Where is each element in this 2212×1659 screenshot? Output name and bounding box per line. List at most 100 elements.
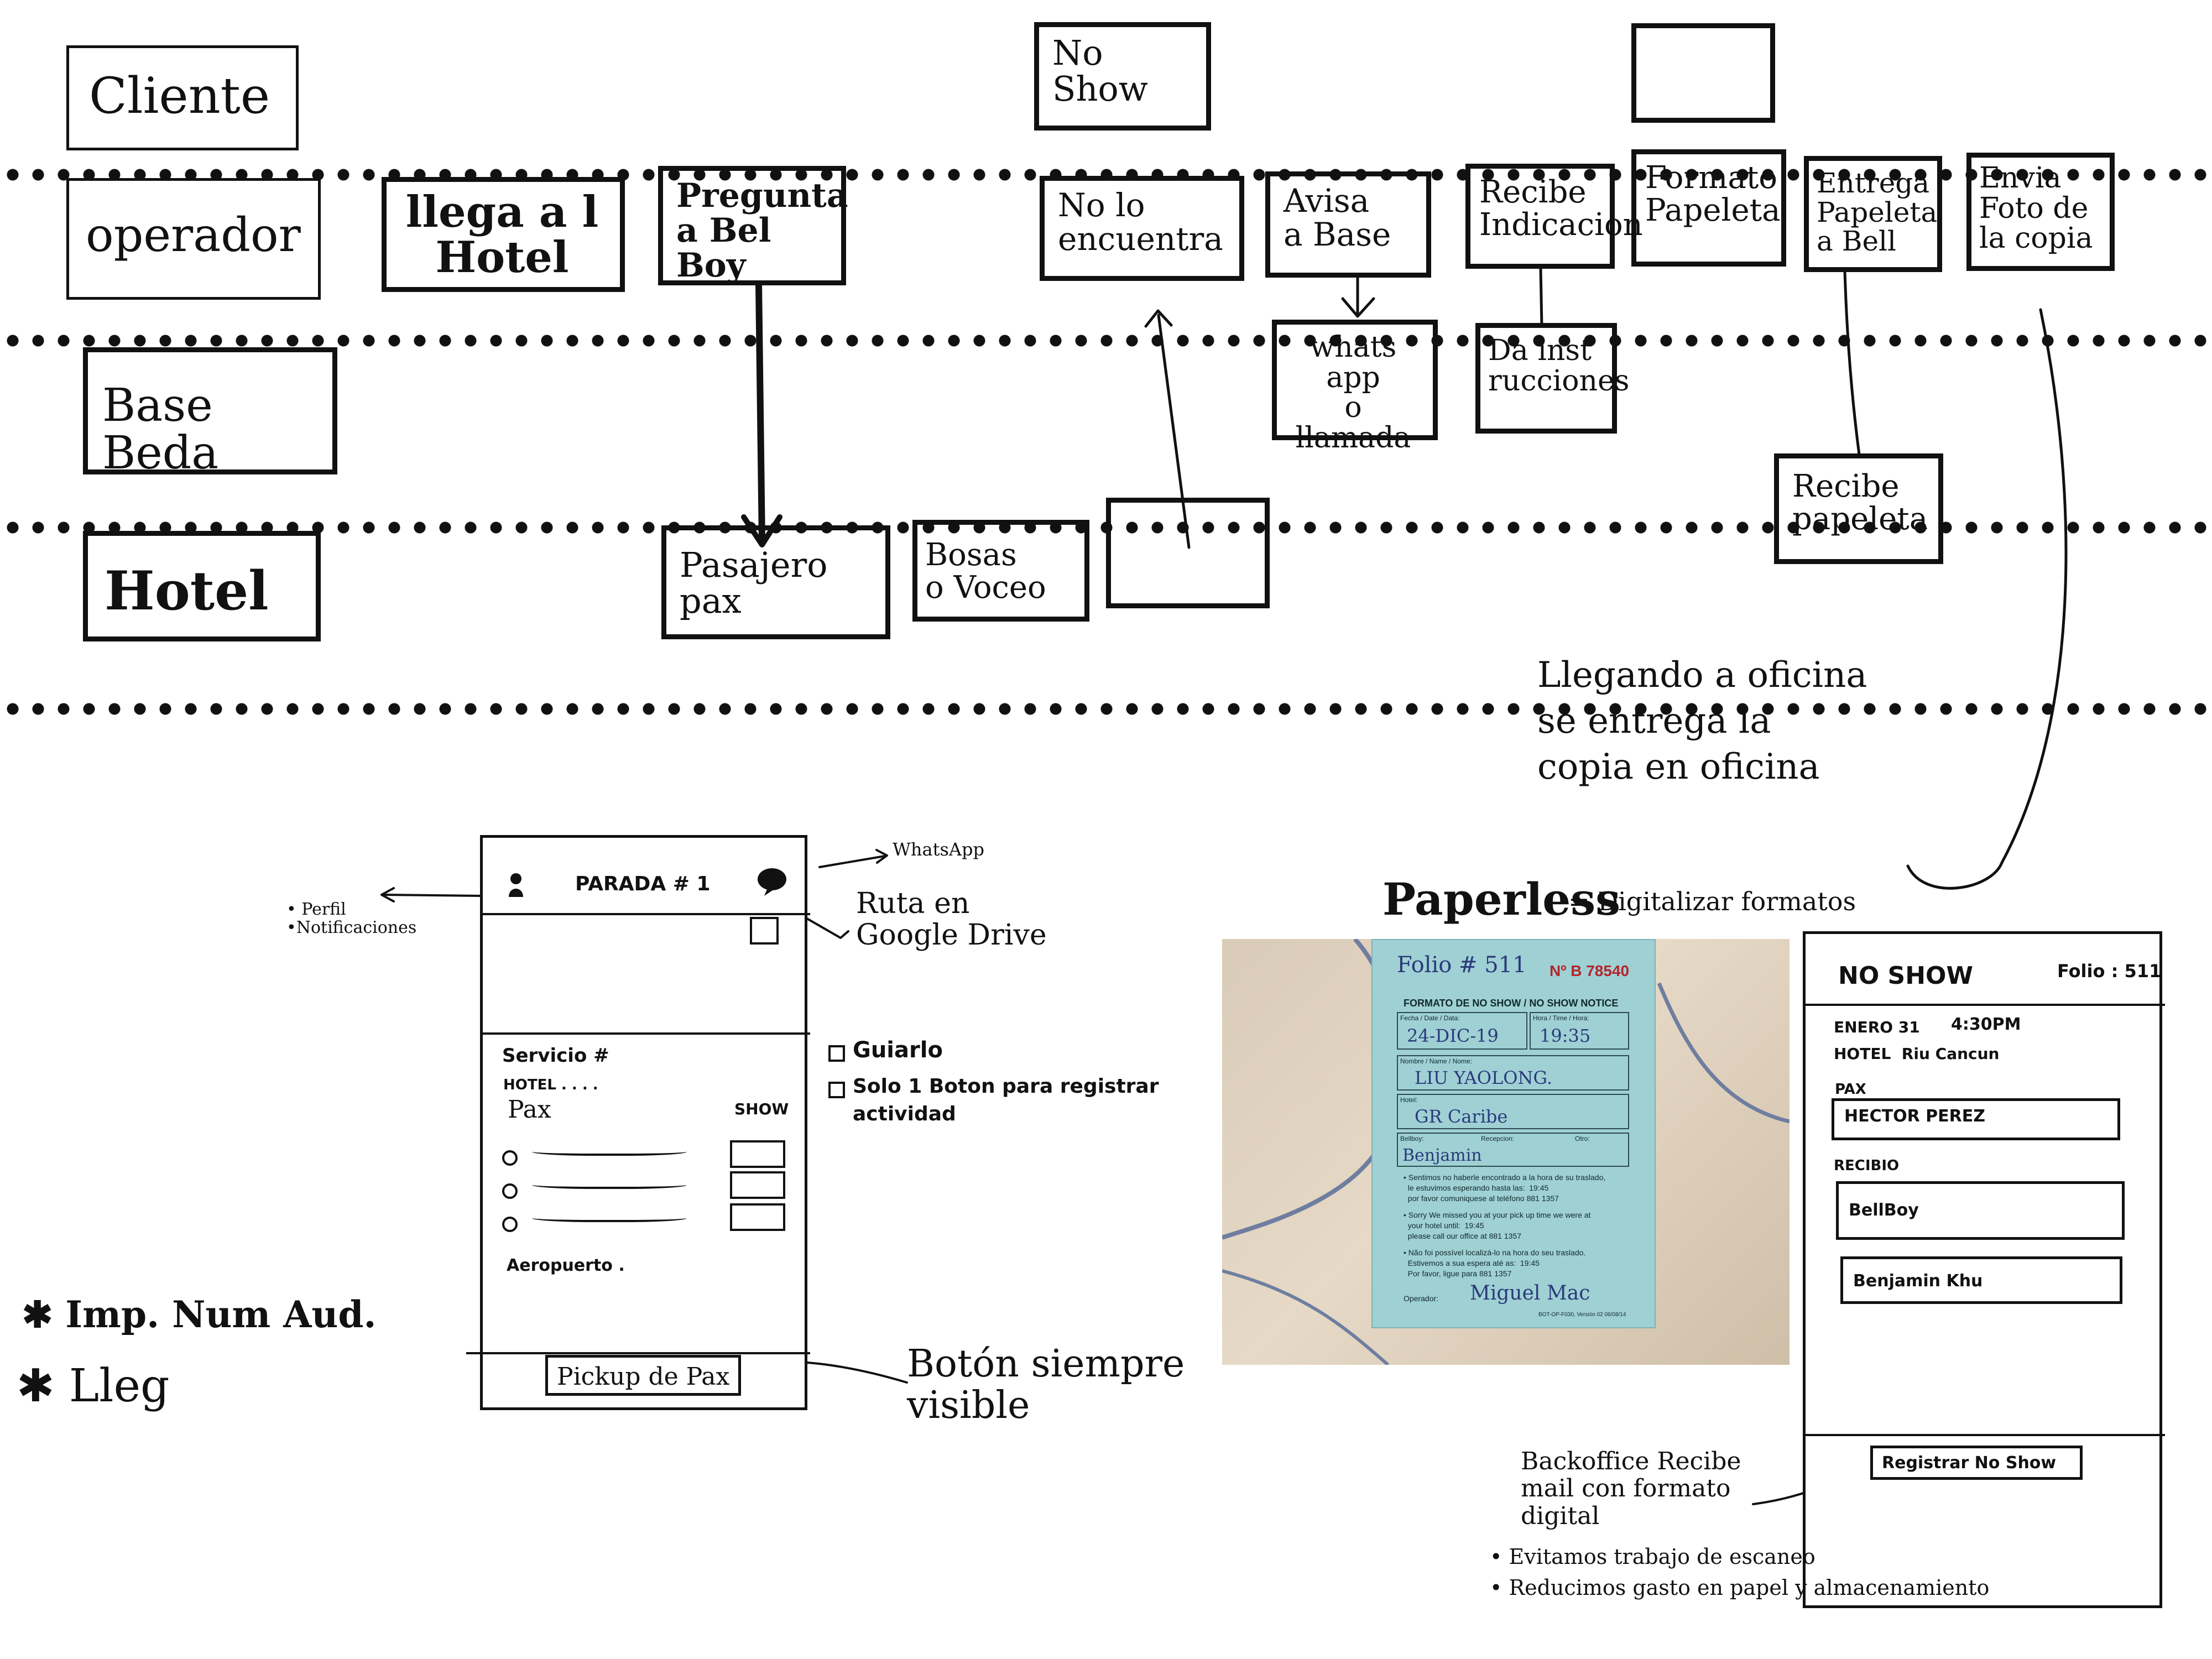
step-pregunta-bellboy: Pregunta a Bel Boy [658, 166, 848, 285]
step-empty-cliente [1631, 23, 1775, 123]
show-checkbox[interactable] [730, 1203, 785, 1231]
guiarlo-checkbox[interactable] [828, 1045, 845, 1062]
form-recepcion-label: Recepcion: [1481, 1135, 1515, 1142]
lleg-note: ✱ Lleg [17, 1360, 170, 1412]
no-show-paper-form: Folio # 511 Nº B 78540 FORMATO DE NO SHO… [1371, 939, 1656, 1328]
form-hora-value: 19:35 [1540, 1025, 1591, 1046]
aeropuerto-label: Aeropuerto . [507, 1256, 625, 1275]
servicio-label: Servicio # [502, 1045, 609, 1067]
footer-divider [1806, 1434, 2165, 1436]
footer-divider [466, 1352, 810, 1354]
step-no-show: No Show [1034, 22, 1211, 131]
benefit-escaneo: • Evitamos trabajo de escaneo [1490, 1545, 1815, 1569]
no-show-form-photo: Folio # 511 Nº B 78540 FORMATO DE NO SHO… [1222, 939, 1790, 1365]
whatsapp-note: WhatsApp [893, 839, 984, 860]
form-hotel-value: GR Caribe [1415, 1106, 1508, 1127]
step-avisa-base: Avisa a Base [1265, 171, 1431, 278]
pickup-pax-label: Pickup de Pax [557, 1363, 730, 1391]
pax-name-placeholder [532, 1212, 687, 1222]
hora-label: 4:30PM [1951, 1015, 2021, 1034]
profile-icon[interactable] [508, 873, 524, 897]
whatsapp-icon[interactable] [757, 866, 787, 897]
parada-header: PARADA # 1 [575, 873, 711, 895]
app-wireframe-parada [466, 835, 810, 1410]
form-folio: Folio # 511 [1397, 952, 1527, 978]
lane-divider [0, 334, 2212, 347]
form-hora-cell: Hora / Time / Hora: 19:35 [1530, 1012, 1629, 1050]
pax-label: PAX [1835, 1081, 1866, 1098]
lane-label-base: Base Beda [83, 347, 337, 477]
app-wireframe-no-show [1803, 931, 2165, 1608]
radio-icon[interactable] [502, 1217, 518, 1232]
step-recibe-papeleta: Recibe papeleta [1774, 453, 1943, 564]
radio-icon[interactable] [502, 1150, 518, 1166]
pax-name-placeholder [532, 1179, 687, 1189]
content-divider [483, 1032, 810, 1035]
recibio-label: RECIBIO [1834, 1157, 1900, 1174]
form-fecha-cell: Fecha / Date / Data: 24-DIC-19 [1397, 1012, 1527, 1050]
form-hora-label: Hora / Time / Hora: [1533, 1014, 1589, 1022]
form-operador-value: Miguel Mac [1470, 1282, 1590, 1305]
boton-siempre-visible-note: Botón siempre visible [907, 1342, 1185, 1427]
step-da-instrucciones: Da inst rucciones [1475, 323, 1629, 434]
pax-field[interactable]: HECTOR PEREZ [1832, 1098, 2120, 1140]
recibio-field[interactable]: BellBoy [1836, 1181, 2125, 1240]
folio-label: Folio : 511 [2057, 961, 2162, 982]
form-text-es: • Sentimos no haberle encontrado a la ho… [1404, 1173, 1606, 1203]
pickup-pax-button[interactable]: Pickup de Pax [545, 1355, 741, 1396]
solo-boton-checkbox[interactable] [828, 1082, 845, 1098]
guiarlo-item: Guiarlo [828, 1037, 1160, 1071]
form-bellboy-value: Benjamin [1402, 1146, 1482, 1165]
show-checkbox[interactable] [730, 1171, 785, 1199]
hotel-label: HOTEL . . . . [503, 1077, 598, 1093]
note-llegando-oficina: Llegando a oficina se entrega la copia e… [1537, 655, 1867, 788]
guiarlo-label: Guiarlo [853, 1037, 943, 1063]
form-operador-label: Operador: [1404, 1294, 1439, 1303]
perfil-note: • Perfil •Notificaciones [286, 900, 417, 937]
lane-label-cliente: Cliente [66, 45, 299, 150]
benefit-papel: • Reducimos gasto en papel y almacenamie… [1490, 1575, 1990, 1600]
lane-divider [0, 702, 2212, 716]
hotel-label: HOTEL Riu Cancun [1834, 1045, 2000, 1063]
lane-label-hotel: Hotel [83, 531, 321, 641]
pax-row [502, 1140, 790, 1173]
no-show-title: NO SHOW [1838, 962, 1973, 990]
form-hotel-label: Hotel: [1400, 1096, 1418, 1104]
pax-name-placeholder [532, 1146, 687, 1156]
form-bellboy-label: Bellboy: [1400, 1135, 1424, 1142]
radio-icon[interactable] [502, 1183, 518, 1199]
step-entrega-papeleta: Entrega Papeleta a Bell [1804, 156, 1942, 272]
recibio-name-field[interactable]: Benjamin Khu [1840, 1256, 2122, 1304]
drive-button[interactable] [750, 917, 779, 945]
form-fecha-value: 24-DIC-19 [1407, 1025, 1499, 1046]
form-title: FORMATO DE NO SHOW / NO SHOW NOTICE [1404, 998, 1619, 1009]
show-checkbox[interactable] [730, 1140, 785, 1168]
step-envia-foto: Envia Foto de la copia [1966, 153, 2115, 271]
step-formato-papeleta: Formato Papeleta [1631, 149, 1786, 267]
pax-label: Pax [508, 1095, 551, 1124]
form-hotel-cell: Hotel: GR Caribe [1397, 1094, 1629, 1129]
form-staff-cell: Bellboy: Benjamin Recepcion: Otro: [1397, 1133, 1629, 1167]
header-divider [1806, 1004, 2165, 1006]
form-fecha-label: Fecha / Date / Data: [1400, 1014, 1460, 1022]
registrar-no-show-button[interactable]: Registrar No Show [1870, 1446, 2083, 1480]
step-no-lo-encuentra: No lo encuentra [1040, 176, 1244, 281]
registrar-no-show-label: Registrar No Show [1882, 1453, 2057, 1473]
form-text-en: • Sorry We missed you at your pick up ti… [1404, 1211, 1591, 1240]
paperless-title: Paperless [1383, 873, 1621, 925]
paperless-subtitle: = Digitalizar formatos [1568, 886, 1856, 916]
form-otro-label: Otro: [1575, 1135, 1590, 1142]
step-empty-hotel [1106, 498, 1270, 608]
pax-row [502, 1171, 790, 1207]
ruta-drive-note: Ruta en Google Drive [856, 887, 1047, 952]
fecha-label: ENERO 31 [1834, 1018, 1920, 1036]
paperless-heading: Paperless = Digitalizar formatos [1383, 873, 1869, 925]
header-divider [483, 913, 810, 915]
backoffice-note: Backoffice Recibe mail con formato digit… [1521, 1447, 1741, 1530]
pax-row [502, 1203, 790, 1240]
step-bocinas-voceo: Bosas o Voceo [912, 520, 1089, 622]
solo-boton-label: Solo 1 Boton para registrar actividad [853, 1075, 1159, 1126]
form-code: BOT-OP-F030, Versión 02 06/08/14 [1538, 1312, 1626, 1318]
form-text-pt: • Não foi possível localizá-lo na hora d… [1404, 1248, 1586, 1278]
